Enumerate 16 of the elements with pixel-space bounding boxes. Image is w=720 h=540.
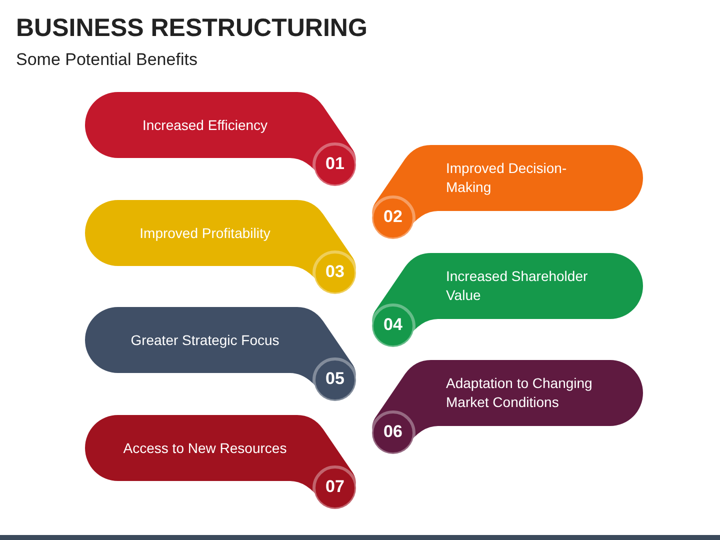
step-number: 04	[382, 314, 404, 334]
benefit-text: Improved Profitability	[138, 224, 272, 242]
step-number: 07	[324, 476, 346, 496]
benefit-text: Adaptation to Changing Market Conditions	[446, 374, 594, 412]
title: BUSINESS RESTRUCTURING	[16, 14, 368, 43]
benefit-text: Increased Efficiency	[141, 116, 269, 135]
step-number: 01	[324, 154, 346, 174]
step-number: 06	[382, 422, 404, 442]
benefit-text: Greater Strategic Focus	[130, 331, 280, 350]
benefit-text: Improved Decision-Making	[446, 159, 568, 197]
step-number: 03	[324, 262, 346, 282]
benefit-text: Increased Shareholder Value	[446, 266, 589, 304]
step-number: 02	[382, 207, 404, 227]
benefit-text: Access to New Resources	[122, 438, 288, 458]
subtitle: Some Potential Benefits	[16, 50, 198, 70]
step-number: 05	[324, 369, 346, 389]
